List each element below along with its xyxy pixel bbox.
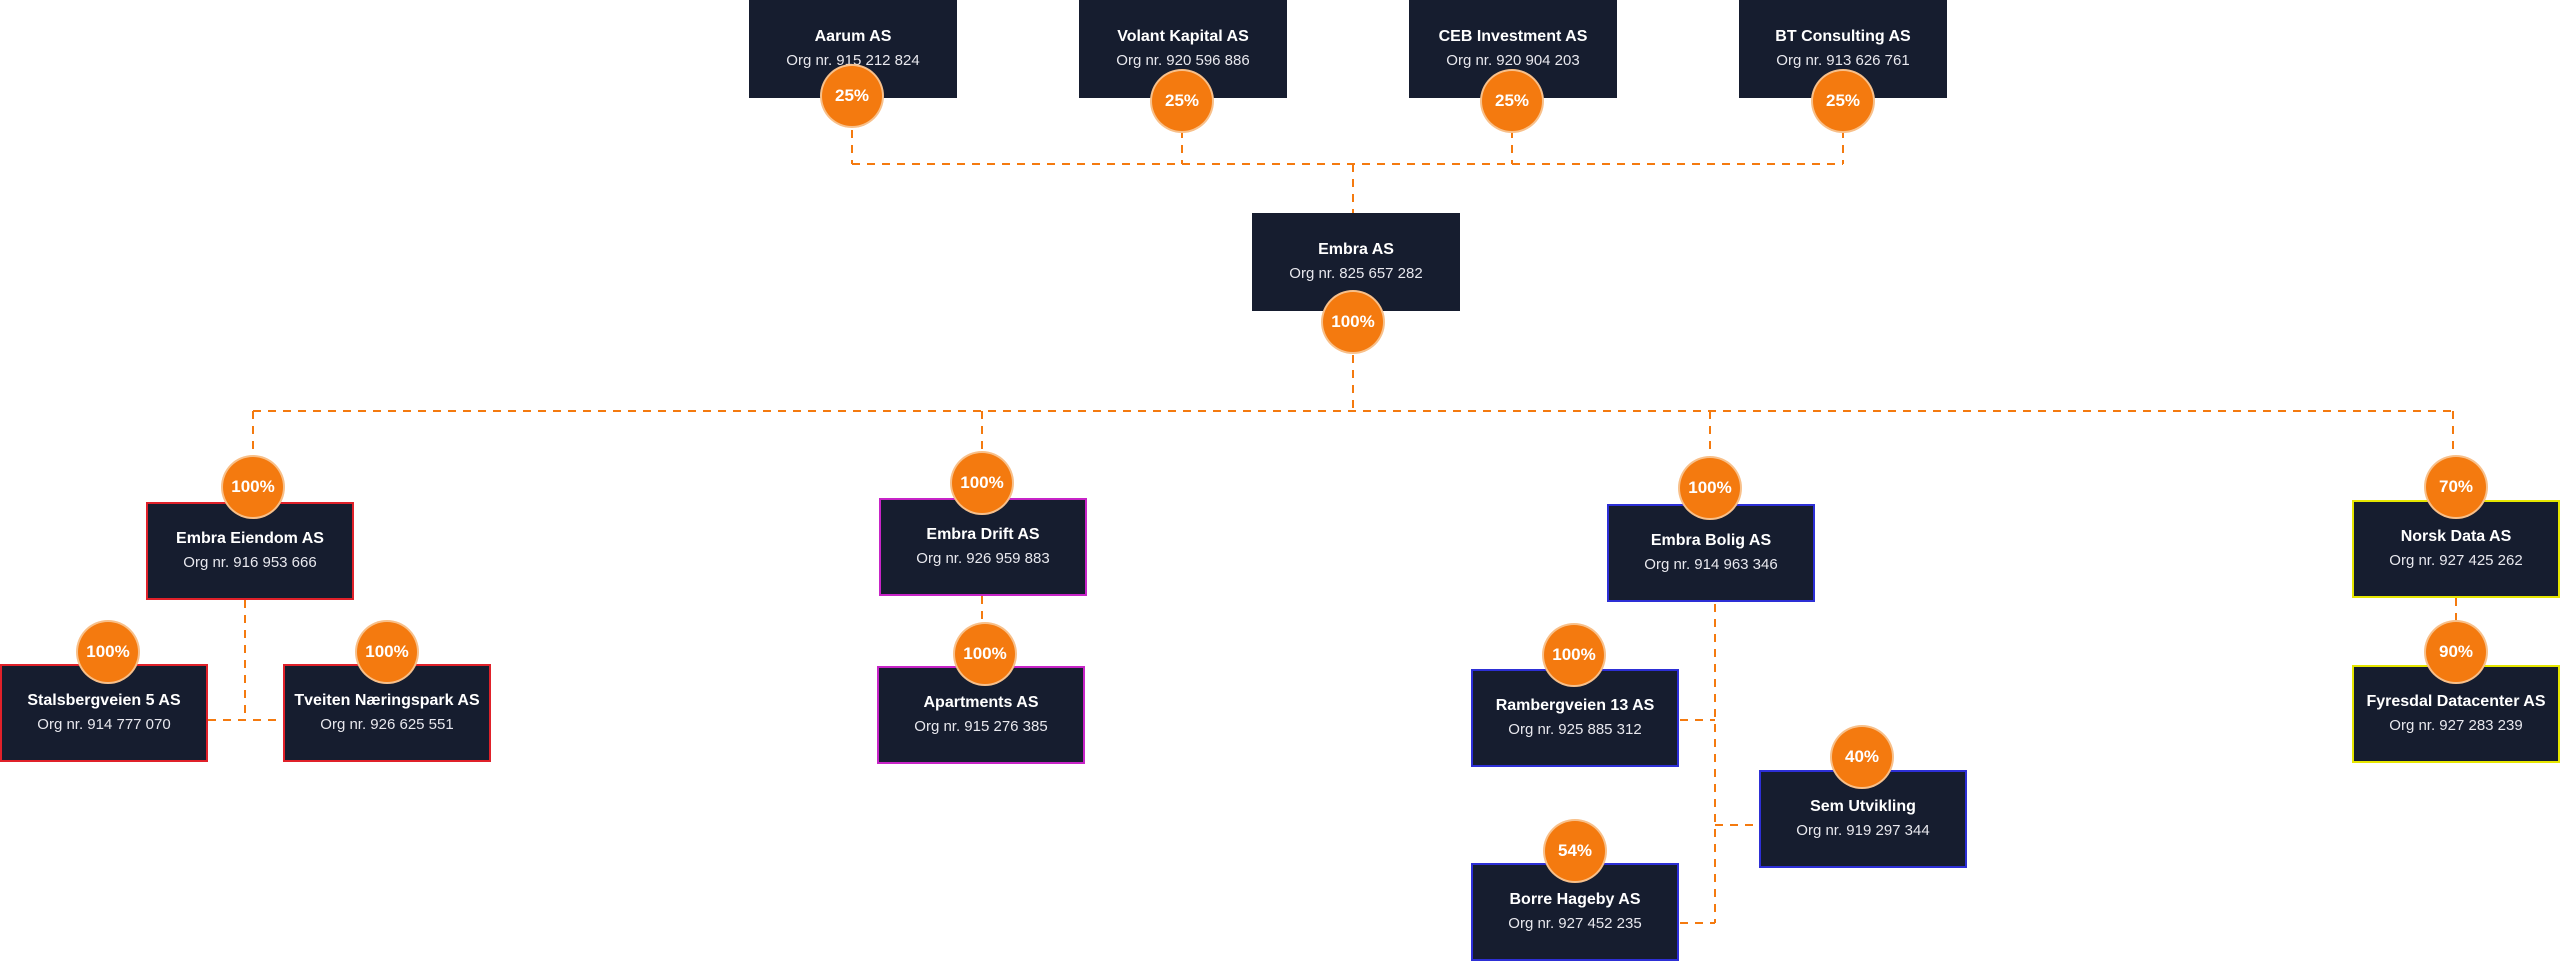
node-ceb[interactable]: CEB Investment AS Org nr. 920 904 203	[1409, 0, 1617, 98]
node-name: CEB Investment AS	[1438, 28, 1588, 45]
ownership-badge-ceb: 25%	[1482, 71, 1542, 131]
node-org-number: Org nr. 925 885 312	[1508, 721, 1642, 738]
node-name: Rambergveien 13 AS	[1495, 697, 1655, 714]
ownership-badge-fyresdal: 90%	[2426, 622, 2486, 682]
node-org-number: Org nr. 927 452 235	[1508, 915, 1642, 932]
ownership-badge-bolig: 100%	[1680, 458, 1740, 518]
node-org-number: Org nr. 916 953 666	[183, 554, 317, 571]
node-name: Fyresdal Datacenter AS	[2366, 693, 2546, 710]
ownership-badge-rambergveien: 100%	[1544, 625, 1604, 685]
node-bt[interactable]: BT Consulting AS Org nr. 913 626 761	[1739, 0, 1947, 98]
node-drift[interactable]: Embra Drift AS Org nr. 926 959 883	[879, 498, 1087, 596]
node-org-number: Org nr. 825 657 282	[1289, 265, 1423, 282]
node-name: Stalsbergveien 5 AS	[27, 692, 181, 709]
node-org-number: Org nr. 927 283 239	[2389, 717, 2523, 734]
node-org-number: Org nr. 919 297 344	[1796, 822, 1930, 839]
node-name: Apartments AS	[923, 694, 1039, 711]
node-org-number: Org nr. 920 904 203	[1446, 52, 1580, 69]
ownership-badge-borre: 54%	[1545, 821, 1605, 881]
ownership-badge-aarum: 25%	[822, 66, 882, 126]
ownership-badge-norsk: 70%	[2426, 457, 2486, 517]
node-org-number: Org nr. 920 596 886	[1116, 52, 1250, 69]
ownership-badge-volant: 25%	[1152, 71, 1212, 131]
node-rambergveien[interactable]: Rambergveien 13 AS Org nr. 925 885 312	[1471, 669, 1679, 767]
node-bolig[interactable]: Embra Bolig AS Org nr. 914 963 346	[1607, 504, 1815, 602]
node-org-number: Org nr. 914 963 346	[1644, 556, 1778, 573]
node-name: Embra Bolig AS	[1650, 532, 1772, 549]
node-org-number: Org nr. 915 212 824	[786, 52, 920, 69]
ownership-badge-apartments: 100%	[955, 624, 1015, 684]
node-org-number: Org nr. 926 625 551	[320, 716, 454, 733]
node-eiendom[interactable]: Embra Eiendom AS Org nr. 916 953 666	[146, 502, 354, 600]
node-name: Borre Hageby AS	[1509, 891, 1641, 908]
ownership-badge-sem: 40%	[1832, 727, 1892, 787]
node-org-number: Org nr. 926 959 883	[916, 550, 1050, 567]
ownership-badge-tveiten: 100%	[357, 622, 417, 682]
node-name: Embra Drift AS	[926, 526, 1040, 543]
ownership-badge-eiendom: 100%	[223, 457, 283, 517]
node-org-number: Org nr. 927 425 262	[2389, 552, 2523, 569]
node-name: Tveiten Næringspark AS	[294, 692, 480, 709]
ownership-badge-bt: 25%	[1813, 71, 1873, 131]
node-name: Norsk Data AS	[2400, 528, 2512, 545]
node-name: Volant Kapital AS	[1117, 28, 1249, 45]
node-org-number: Org nr. 913 626 761	[1776, 52, 1910, 69]
node-sem[interactable]: Sem Utvikling Org nr. 919 297 344	[1759, 770, 1967, 868]
ownership-badge-embra: 100%	[1323, 292, 1383, 352]
node-name: Sem Utvikling	[1810, 798, 1916, 815]
node-name: Embra Eiendom AS	[176, 530, 324, 547]
node-name: Embra AS	[1318, 241, 1394, 258]
ownership-badge-stalsberg: 100%	[78, 622, 138, 682]
ownership-badge-drift: 100%	[952, 453, 1012, 513]
node-embra[interactable]: Embra AS Org nr. 825 657 282	[1252, 213, 1460, 311]
node-name: Aarum AS	[814, 28, 892, 45]
node-org-number: Org nr. 914 777 070	[37, 716, 171, 733]
node-aarum[interactable]: Aarum AS Org nr. 915 212 824	[749, 0, 957, 98]
node-name: BT Consulting AS	[1775, 28, 1911, 45]
node-org-number: Org nr. 915 276 385	[914, 718, 1048, 735]
